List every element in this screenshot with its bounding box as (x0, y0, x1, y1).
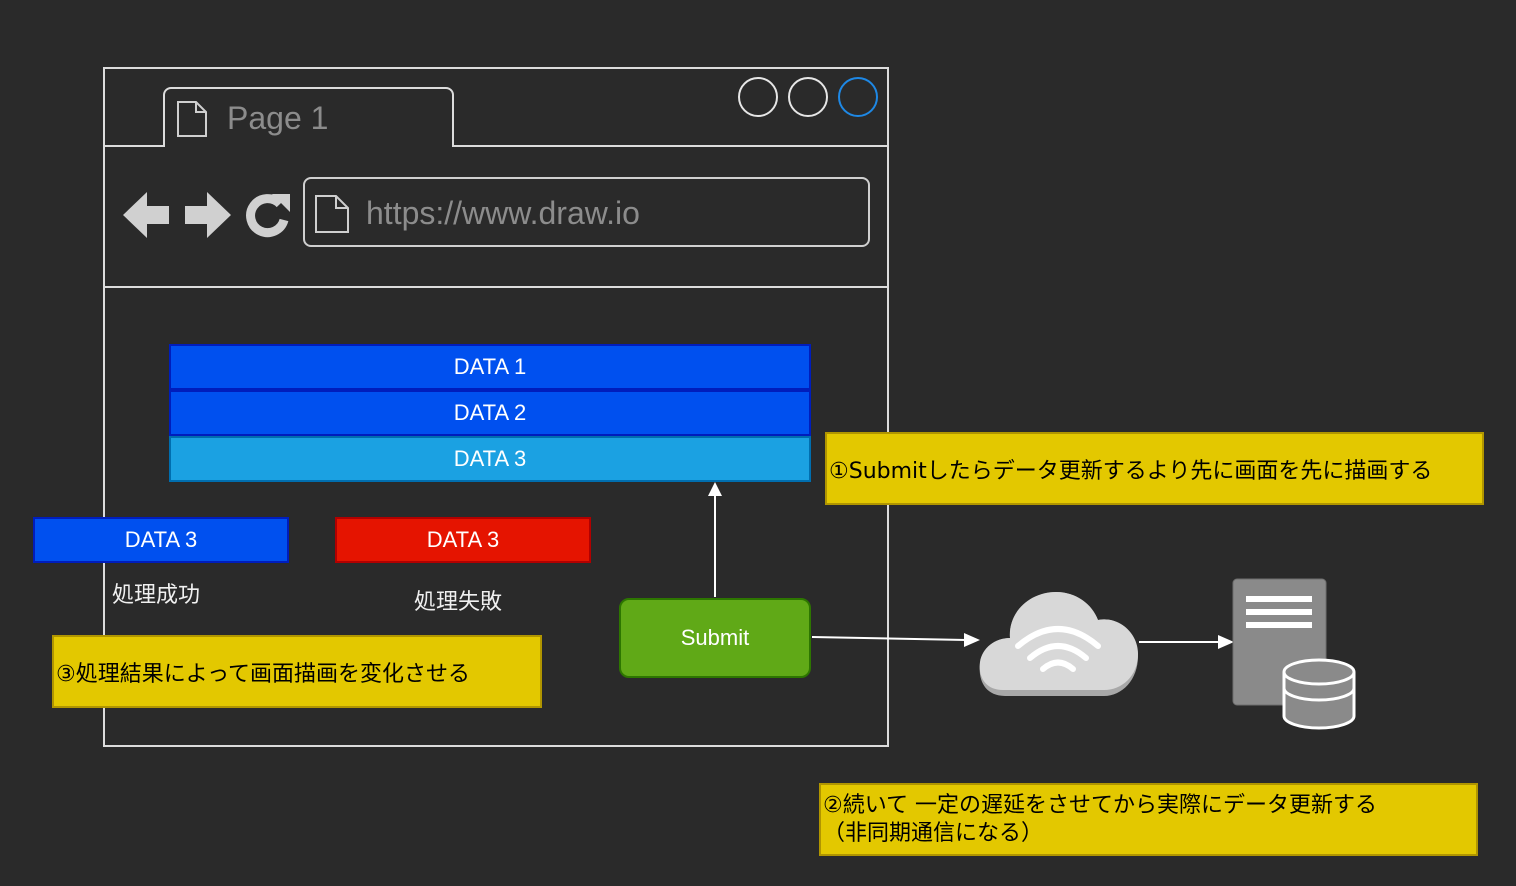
arrowhead (1218, 635, 1234, 649)
data-row: DATA 2 (169, 390, 811, 436)
failure-data-box: DATA 3 (335, 517, 591, 563)
success-data-box: DATA 3 (33, 517, 289, 563)
submit-button[interactable]: Submit (619, 598, 811, 678)
content-divider (103, 286, 889, 288)
browser-tab[interactable] (163, 87, 454, 147)
note-step-3-text: ③処理結果によって画面描画を変化させる (56, 661, 470, 687)
window-control-circle-active[interactable] (838, 77, 878, 117)
note-step-3: ③処理結果によって画面描画を変化させる (52, 635, 542, 708)
arrowhead (964, 633, 980, 647)
success-caption: 処理成功 (112, 583, 201, 608)
arrowhead (708, 482, 722, 496)
database-icon (1282, 658, 1356, 730)
note-step-2-line-1: ②続いて 一定の遅延をさせてから実際にデータ更新する (823, 793, 1378, 818)
forward-arrow-icon[interactable] (183, 190, 231, 240)
url-text: https://www.draw.io (366, 195, 640, 231)
window-control-circle[interactable] (788, 77, 828, 117)
back-arrow-icon[interactable] (123, 190, 171, 240)
tabbar-divider (453, 145, 889, 147)
browser-window (103, 67, 889, 747)
page-icon (315, 195, 349, 233)
note-step-2: ②続いて 一定の遅延をさせてから実際にデータ更新する （非同期通信になる） (819, 783, 1478, 856)
reload-icon[interactable] (244, 190, 292, 240)
tabbar-divider (103, 145, 164, 147)
arrow-submit-to-cloud (811, 636, 967, 641)
failure-caption: 処理失敗 (414, 590, 503, 615)
address-bar[interactable] (303, 177, 870, 247)
note-step-2-line-2: （非同期通信になる） (823, 821, 1044, 846)
tab-title: Page 1 (227, 100, 329, 136)
note-step-1-text: ①Submitしたらデータ更新するより先に画面を先に描画する (829, 458, 1433, 484)
note-step-1: ①Submitしたらデータ更新するより先に画面を先に描画する (825, 432, 1484, 505)
data-row-new: DATA 3 (169, 436, 811, 482)
cloud-wifi-icon (979, 592, 1138, 696)
window-control-circle[interactable] (738, 77, 778, 117)
data-row: DATA 1 (169, 344, 811, 390)
page-icon (177, 101, 207, 137)
